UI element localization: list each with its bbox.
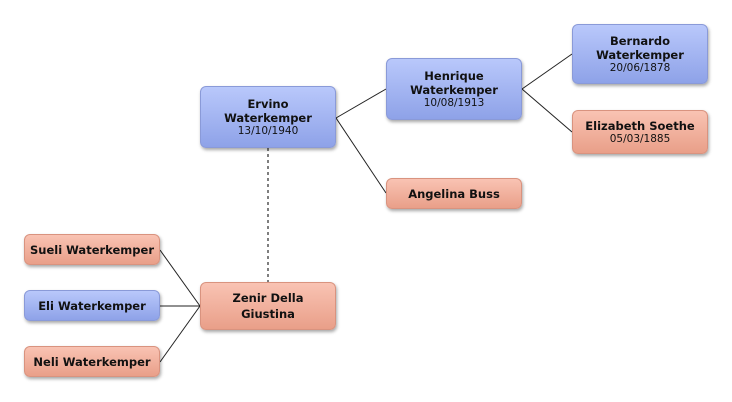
link-zenir-sueli [159, 249, 201, 307]
link-henrique-elizabeth [521, 88, 573, 133]
link-henrique-bernardo [521, 53, 573, 90]
person-zenir[interactable]: Zenir Della Giustina [200, 282, 336, 330]
person-name: Eli Waterkemper [38, 298, 146, 313]
person-neli[interactable]: Neli Waterkemper [24, 346, 160, 377]
person-name: Henrique Waterkemper [410, 68, 498, 97]
link-ervino-angelina [335, 117, 387, 194]
link-ervino-henrique [335, 88, 387, 119]
person-ervino[interactable]: Ervino Waterkemper 13/10/1940 [200, 86, 336, 148]
person-date: 05/03/1885 [609, 132, 671, 145]
person-name: Neli Waterkemper [33, 354, 151, 369]
person-date: 10/08/1913 [423, 96, 485, 109]
person-name: Sueli Waterkemper [30, 242, 154, 257]
person-name: Bernardo Waterkemper [596, 33, 684, 62]
person-angelina[interactable]: Angelina Buss [386, 178, 522, 209]
person-bernardo[interactable]: Bernardo Waterkemper 20/06/1878 [572, 24, 708, 84]
person-name: Elizabeth Soethe [585, 118, 695, 133]
link-zenir-neli [159, 305, 201, 363]
person-henrique[interactable]: Henrique Waterkemper 10/08/1913 [386, 58, 522, 120]
person-name: Ervino Waterkemper [224, 96, 312, 125]
person-sueli[interactable]: Sueli Waterkemper [24, 234, 160, 265]
person-name: Angelina Buss [408, 186, 500, 201]
person-eli[interactable]: Eli Waterkemper [24, 290, 160, 321]
person-date: 13/10/1940 [237, 124, 299, 137]
person-date: 20/06/1878 [609, 61, 671, 74]
person-name: Zenir Della Giustina [232, 291, 304, 321]
person-elizabeth[interactable]: Elizabeth Soethe 05/03/1885 [572, 110, 708, 154]
